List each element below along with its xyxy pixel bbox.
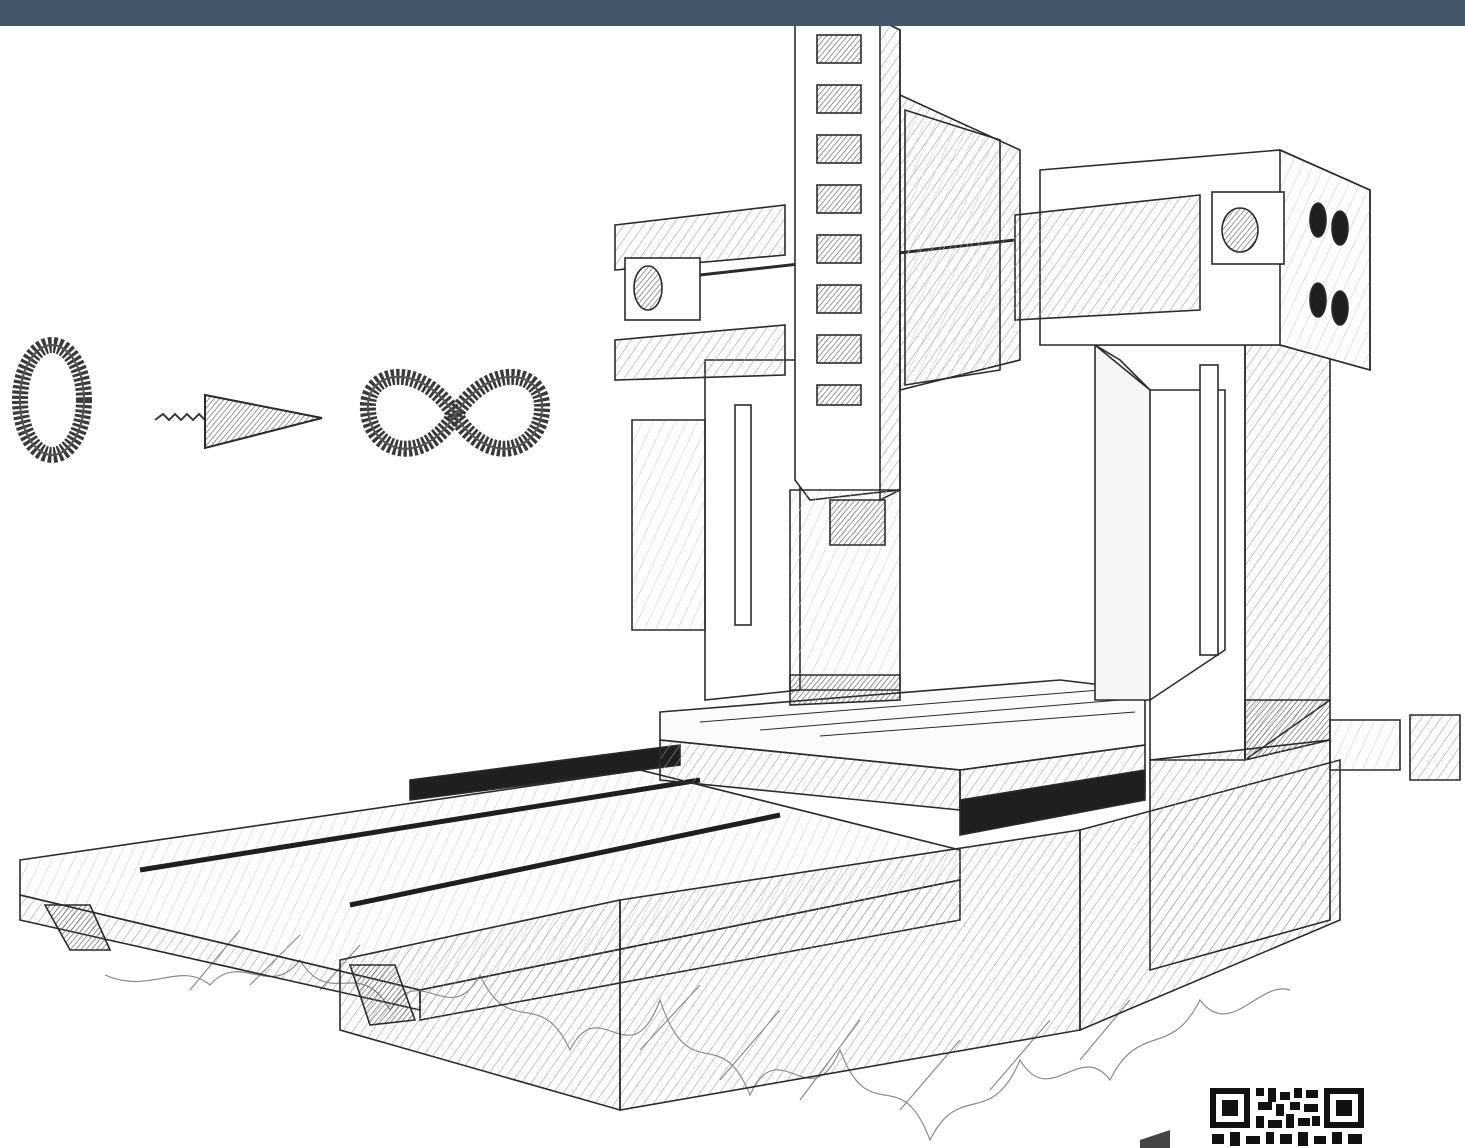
top-bar (0, 0, 1465, 26)
spindle-ram (789, 26, 1021, 706)
infinity-scribble-icon (359, 368, 551, 457)
work-table (659, 679, 1146, 836)
cross-beam (614, 148, 1371, 381)
pointer-arrow-icon (1140, 1130, 1170, 1148)
illustration-canvas (0, 26, 1465, 1148)
machine-base (19, 714, 1461, 1112)
zero-scribble-icon (12, 337, 92, 463)
arrow-right-icon (154, 393, 323, 450)
gantry-columns (631, 343, 1331, 972)
gantry-machine-illustration (12, 26, 1461, 1148)
qr-code-icon[interactable] (1208, 1082, 1368, 1148)
